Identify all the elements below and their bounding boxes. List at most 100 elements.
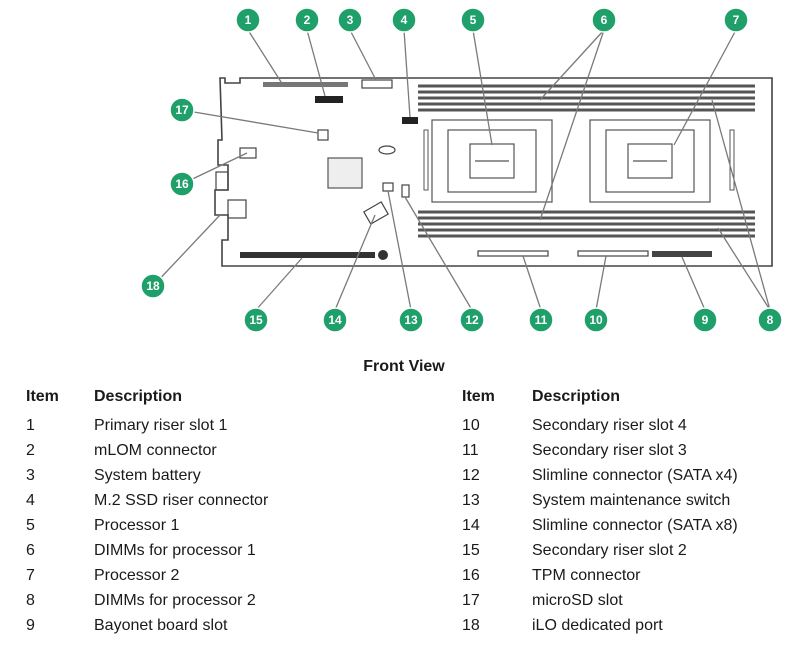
header-item: Item (462, 388, 495, 405)
slimline-connector-sata-x8 (363, 201, 389, 225)
legend-item-number: 15 (462, 541, 480, 559)
callout-circle (757, 307, 783, 333)
legend-item-number: 8 (26, 591, 35, 609)
slimline-connector-sata-x4 (401, 184, 410, 198)
tpm-connector (239, 147, 257, 159)
chipset (327, 157, 363, 189)
callout-12: 12 (459, 307, 485, 333)
callout-number: 10 (589, 313, 603, 327)
legend-item-number: 7 (26, 566, 35, 584)
callout-circle (322, 307, 348, 333)
callout-7: 7 (723, 7, 749, 33)
callout-10: 10 (583, 307, 609, 333)
callout-circle (294, 7, 320, 33)
legend-item-description: TPM connector (532, 566, 641, 584)
legend-item-number: 2 (26, 441, 35, 459)
callout-circle (723, 7, 749, 33)
legend-item-description: DIMMs for processor 1 (94, 541, 256, 559)
legend-item-number: 5 (26, 516, 35, 534)
callout-14: 14 (322, 307, 348, 333)
legend-item-number: 13 (462, 491, 480, 509)
left-edge-port (215, 171, 229, 191)
legend-item-description: DIMMs for processor 2 (94, 591, 256, 609)
legend-item-number: 1 (26, 416, 35, 434)
callout-number: 13 (404, 313, 418, 327)
legend-item-description: Secondary riser slot 2 (532, 541, 687, 559)
legend-row: 1 Primary riser slot 1 (26, 413, 268, 438)
dimms-top (418, 84, 755, 112)
legend-item-number: 12 (462, 466, 480, 484)
callout-15: 15 (243, 307, 269, 333)
legend-item-description: Secondary riser slot 3 (532, 441, 687, 459)
callout-number: 14 (328, 313, 342, 327)
legend-item-description: System battery (94, 466, 201, 484)
callout-circle (337, 7, 363, 33)
callout-number: 1 (245, 13, 252, 27)
legend-row: 12 Slimline connector (SATA x4) (462, 463, 738, 488)
legend-item-description: Primary riser slot 1 (94, 416, 228, 434)
legend-left: Item Description 1 Primary riser slot 1 2 m… (26, 385, 268, 638)
board-oval (378, 145, 396, 155)
callout-circle (398, 307, 424, 333)
callout-circle (169, 97, 195, 123)
callout-13: 13 (398, 307, 424, 333)
callout-18: 18 (140, 273, 166, 299)
legend-row: 2 mLOM connector (26, 438, 268, 463)
legend-item-description: System maintenance switch (532, 491, 731, 509)
legend-left-header: Item Description (26, 385, 268, 409)
legend-item-number: 14 (462, 516, 480, 534)
legend-item-description: iLO dedicated port (532, 616, 663, 634)
callout-2: 2 (294, 7, 320, 33)
processor-1 (431, 119, 553, 203)
legend-item-description: Slimline connector (SATA x4) (532, 466, 738, 484)
legend-item-description: mLOM connector (94, 441, 217, 459)
dimms-bottom (418, 210, 755, 238)
legend-item-number: 9 (26, 616, 35, 634)
legend-item-description: microSD slot (532, 591, 623, 609)
callout-1: 1 (235, 7, 261, 33)
legend-right-header: Item Description (462, 385, 738, 409)
legend-item-number: 11 (462, 441, 479, 459)
callout-circle (391, 7, 417, 33)
callout-number: 17 (175, 103, 189, 117)
callout-circle (460, 7, 486, 33)
board-standoff (378, 250, 388, 260)
callout-number: 7 (733, 13, 740, 27)
callout-number: 2 (304, 13, 311, 27)
callout-8: 8 (757, 307, 783, 333)
legend-item-description: Processor 2 (94, 566, 180, 584)
leader-lines (152, 29, 771, 311)
callout-number: 8 (767, 313, 774, 327)
callout-circle (692, 307, 718, 333)
secondary-riser-slot-4 (577, 250, 649, 257)
callout-6: 6 (591, 7, 617, 33)
m2-ssd-riser-connector (402, 117, 418, 124)
mlom-connector (315, 96, 343, 103)
processor-2 (589, 119, 711, 203)
callout-number: 15 (249, 313, 263, 327)
callout-17: 17 (169, 97, 195, 123)
callout-circle (528, 307, 554, 333)
legend-item-number: 3 (26, 466, 35, 484)
callout-16: 16 (169, 171, 195, 197)
callout-4: 4 (391, 7, 417, 33)
callout-number: 6 (601, 13, 608, 27)
legend-item-description: Bayonet board slot (94, 616, 228, 634)
callout-circle (591, 7, 617, 33)
callout-number: 12 (465, 313, 479, 327)
header-description: Description (532, 388, 621, 405)
board-outline (214, 77, 773, 267)
callout-number: 5 (470, 13, 477, 27)
legend-row: 3 System battery (26, 463, 268, 488)
legend-row: 15 Secondary riser slot 2 (462, 538, 738, 563)
callout-number: 4 (401, 13, 408, 27)
legend-row: 9 Bayonet board slot (26, 613, 268, 638)
